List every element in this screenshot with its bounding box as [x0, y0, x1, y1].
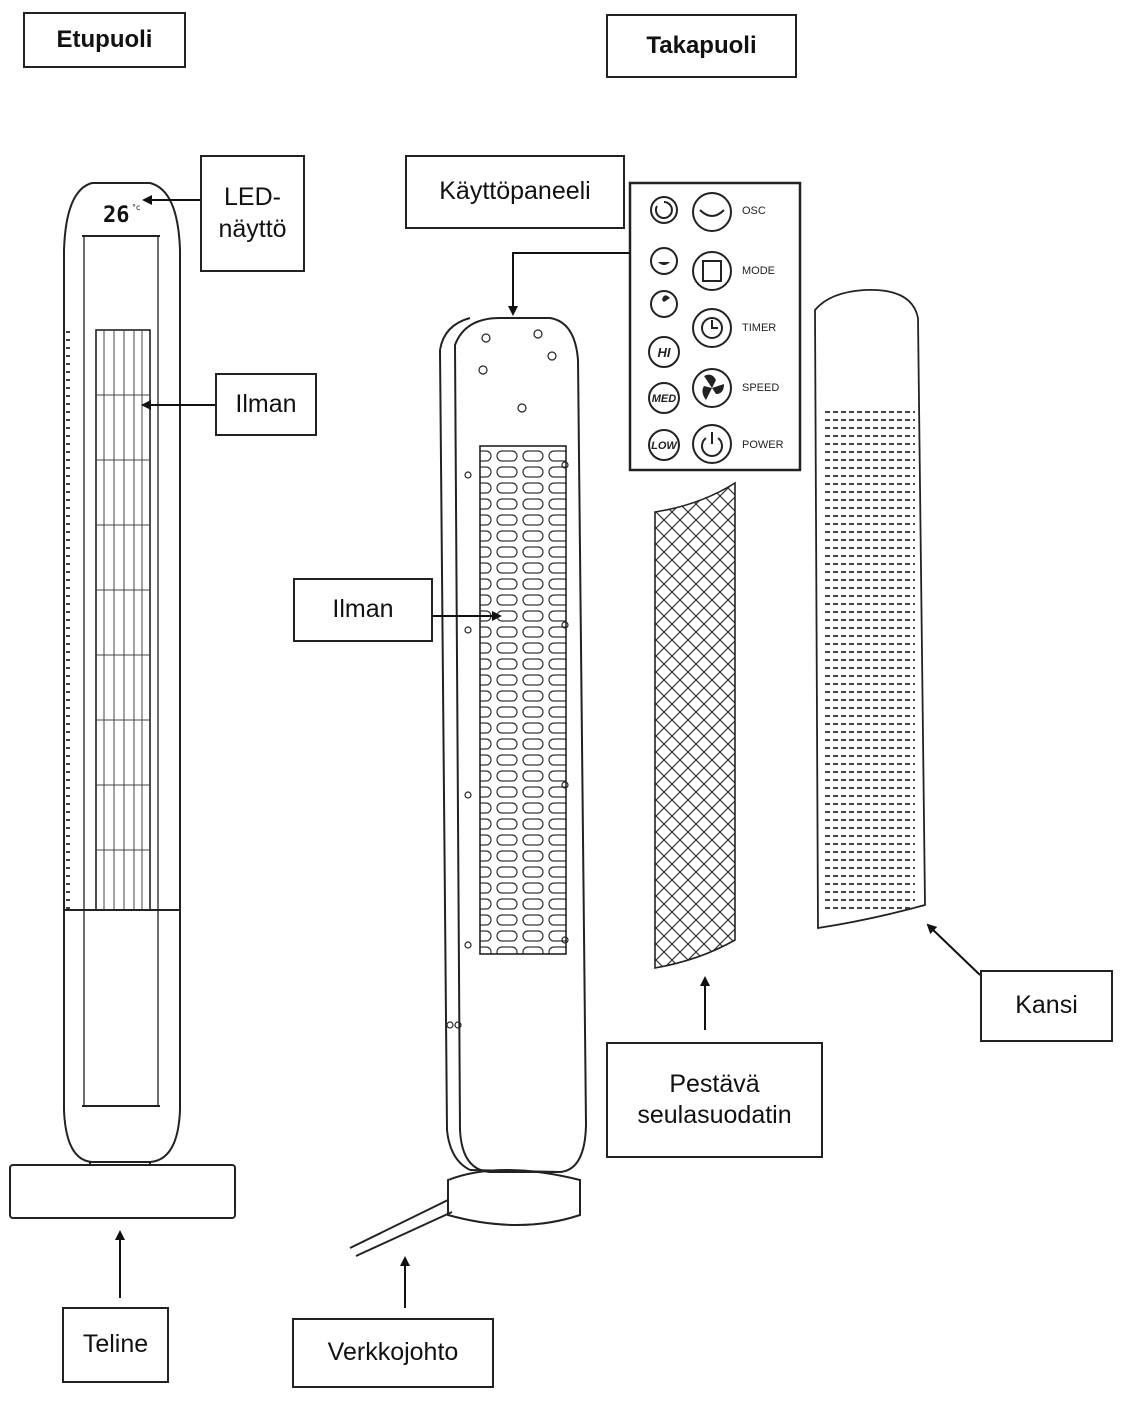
arrow-control-panel [508, 252, 630, 316]
front-side-heading-text: Etupuoli [56, 26, 153, 53]
hi-label: HI [658, 345, 671, 360]
led-display-unit: °c [132, 203, 140, 212]
osc-label: OSC [742, 205, 766, 217]
leader-arrows [115, 195, 981, 1308]
power-icon [692, 424, 732, 464]
sleep-icon [650, 247, 678, 275]
power-label: POWER [742, 439, 784, 451]
cover-label: Kansi [980, 970, 1113, 1042]
filter-label: Pestävä seulasuodatin [606, 1042, 823, 1158]
washable-filter [654, 481, 736, 969]
swing-icon [692, 192, 732, 232]
led-label-line1: LED- [224, 183, 281, 212]
low-button-icon [648, 429, 680, 461]
filter-label-line1: Pestävä [669, 1069, 760, 1098]
rotate-icon [650, 196, 678, 224]
back-side-heading-text: Takapuoli [646, 32, 757, 59]
natural-wind-icon [650, 290, 678, 318]
front-side-heading: Etupuoli [23, 12, 186, 68]
front-tower [9, 182, 236, 1219]
fan-icon [692, 368, 732, 408]
back-side-heading: Takapuoli [606, 14, 797, 78]
back-tower [349, 317, 588, 1257]
med-label: MED [652, 393, 677, 405]
air-front-label: Ilman [215, 373, 317, 436]
mode-icon [692, 251, 732, 291]
mode-label: MODE [742, 265, 775, 277]
timer-icon [692, 308, 732, 348]
med-button-icon [648, 382, 680, 414]
led-label-line2: näyttö [218, 214, 287, 243]
arrow-cover [926, 923, 981, 976]
cover-label-text: Kansi [1015, 991, 1078, 1020]
power-cord-label-text: Verkkojohto [327, 1338, 459, 1367]
air-back-label-text: Ilman [332, 595, 394, 624]
power-cord-label: Verkkojohto [292, 1318, 494, 1388]
air-back-label: Ilman [293, 578, 433, 642]
led-display-label: LED- näyttö [200, 155, 305, 272]
air-front-label-text: Ilman [235, 389, 297, 418]
low-label: LOW [651, 440, 678, 452]
led-display-value: 26 [103, 203, 130, 228]
stand-label: Teline [62, 1307, 169, 1383]
speed-label: SPEED [742, 382, 779, 394]
filter-label-line2: seulasuodatin [637, 1101, 792, 1129]
stand-label-text: Teline [82, 1330, 149, 1359]
control-panel-label: Käyttöpaneeli [405, 155, 625, 229]
hi-button-icon [648, 336, 680, 368]
back-cover [814, 289, 926, 930]
timer-label: TIMER [742, 322, 776, 334]
control-panel-label-text: Käyttöpaneeli [439, 177, 591, 206]
control-panel-drawing: OSC MODE TIMER SPEED POWER HI MED LOW [628, 181, 802, 472]
